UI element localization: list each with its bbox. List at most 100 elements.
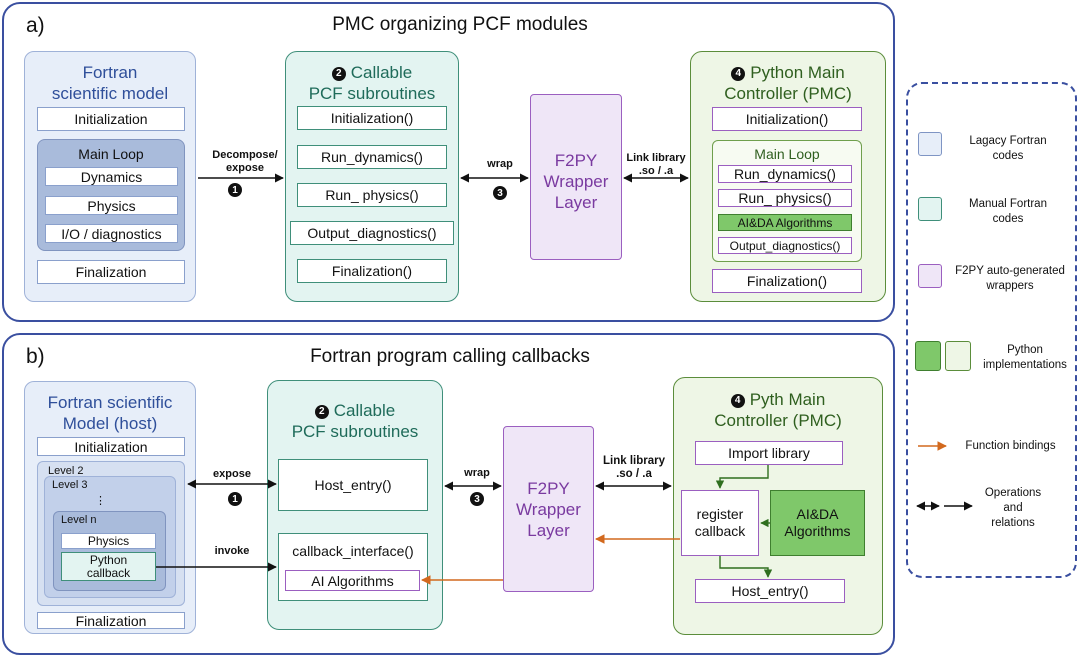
pmc-host-entry-b: Host_entry() xyxy=(695,579,845,603)
level-n-label: Level n xyxy=(61,514,97,526)
panel-b-title: Fortran program calling callbacks xyxy=(310,346,590,367)
legend-line: implementations xyxy=(983,359,1067,371)
f2py-wrapper-a xyxy=(530,94,622,260)
header-line: PCF subroutines xyxy=(291,422,419,441)
step-4-b: 4 xyxy=(730,393,745,408)
pmc-main-loop-a-label: Main Loop xyxy=(754,146,820,162)
pcf-run-dynamics-a: Run_dynamics() xyxy=(297,145,447,169)
level-ellipsis: ⋮ xyxy=(95,495,106,507)
pcf-final-a: Finalization() xyxy=(297,259,447,283)
header-line: PCF subroutines xyxy=(308,84,436,103)
callback-interface-label: callback_interface() xyxy=(292,543,414,559)
pcf-init-a: Initialization() xyxy=(297,106,447,130)
header-line: Callable xyxy=(350,63,413,82)
pcf-a-header: 2 Callable PCF subroutines xyxy=(285,62,459,104)
legend-label-operations: Operations and relations xyxy=(978,486,1048,531)
step-1-a: 1 xyxy=(228,183,242,197)
pcf-b-header-line1: 2 Callable xyxy=(267,400,443,421)
pmc-b-header: 4 Pyth Main Controller (PMC) xyxy=(673,389,883,431)
fortran-init-b: Initialization xyxy=(37,437,185,456)
pmc-final-a: Finalization() xyxy=(712,269,862,293)
edge-label-line: .so / .a xyxy=(616,468,652,480)
legend-line: Operations xyxy=(984,487,1042,499)
wrapper-line: Wrapper xyxy=(516,500,581,519)
legend-line: and xyxy=(1003,502,1023,514)
wrapper-line: F2PY xyxy=(527,479,570,498)
callback-line: callback xyxy=(86,566,131,580)
pcf-run-physics-a: Run_ physics() xyxy=(297,183,447,207)
pcf-b-header: 2 Callable PCF subroutines xyxy=(267,400,443,442)
step-1-b: 1 xyxy=(228,492,242,506)
wrapper-line: F2PY xyxy=(554,151,598,170)
step-3-b: 3 xyxy=(470,492,484,506)
edge-label-line: expose xyxy=(226,162,264,174)
pcf-a-header-line1: 2 Callable xyxy=(285,62,459,83)
wrapper-line: Layer xyxy=(527,521,570,540)
pmc-run-dynamics-a: Run_dynamics() xyxy=(718,165,852,183)
pmc-aida-a: AI&DA Algorithms xyxy=(718,214,852,231)
pcf-host-entry-b: Host_entry() xyxy=(278,459,428,511)
header-line: Callable xyxy=(333,401,396,420)
pmc-b-header-line1: 4 Pyth Main xyxy=(673,389,883,410)
header-line: Fortran scientific xyxy=(47,393,173,412)
legend-line: wrappers xyxy=(986,280,1034,292)
legend-line: Python xyxy=(1007,344,1043,356)
header-line: Python Main xyxy=(750,63,845,82)
pmc-output-diag-a: Output_diagnostics() xyxy=(718,237,852,254)
panel-b-tag: b) xyxy=(26,345,45,368)
fortran-physics-b: Physics xyxy=(61,533,156,549)
flow-register-to-host xyxy=(719,556,773,578)
flow-import-to-register xyxy=(715,465,769,489)
fortran-init-a: Initialization xyxy=(37,107,185,131)
edge-label-line: Decompose/ xyxy=(212,149,278,161)
level-3-label: Level 3 xyxy=(52,479,88,491)
header-line: Pyth Main xyxy=(749,390,826,409)
legend-label-fortran: Lagacy Fortran codes xyxy=(948,134,1068,164)
legend xyxy=(906,82,1077,578)
header-line: Fortran xyxy=(82,63,138,82)
pmc-init-a: Initialization() xyxy=(712,107,862,131)
legend-line: Manual Fortran xyxy=(969,198,1047,210)
edge-expose-label: expose xyxy=(213,468,251,480)
legend-swatch-python-dark xyxy=(915,341,941,371)
loop-item-dynamics: Dynamics xyxy=(45,167,178,186)
legend-swatch-manual xyxy=(918,197,942,221)
legend-label-manual: Manual Fortran codes xyxy=(948,197,1068,227)
aida-line: Algorithms xyxy=(784,523,851,539)
python-callback-b: Python callback xyxy=(61,552,156,581)
step-2-a: 2 xyxy=(331,66,346,81)
wrapper-line: Wrapper xyxy=(543,172,609,191)
legend-line: codes xyxy=(992,150,1024,162)
panel-a-title: PMC organizing PCF modules xyxy=(332,14,588,35)
legend-line: codes xyxy=(992,213,1024,225)
header-line: Controller (PMC) xyxy=(714,411,842,430)
pcf-output-diag-a: Output_diagnostics() xyxy=(290,221,454,245)
step-3-a: 3 xyxy=(493,186,507,200)
pmc-run-physics-a: Run_ physics() xyxy=(718,189,852,207)
main-loop-a-label: Main Loop xyxy=(78,146,144,162)
edge-decompose-label: Decompose/ expose xyxy=(205,149,285,175)
panel-a-tag: a) xyxy=(26,14,45,37)
f2py-wrapper-b-label: F2PY Wrapper Layer xyxy=(503,478,594,541)
edge-link-label-b: Link library .so / .a xyxy=(598,455,670,481)
loop-item-physics: Physics xyxy=(45,196,178,215)
fortran-model-a-header: Fortran scientific model xyxy=(24,62,196,104)
step-2-b: 2 xyxy=(314,404,329,419)
legend-label-bindings: Function bindings xyxy=(965,440,1056,452)
header-line: Controller (PMC) xyxy=(724,84,852,103)
edge-label-line: Link library xyxy=(626,152,686,164)
header-line: scientific model xyxy=(51,84,169,103)
edge-label-line: Link library xyxy=(603,455,665,467)
level-2-label: Level 2 xyxy=(48,465,84,477)
legend-swatch-python-light xyxy=(945,341,971,371)
callback-line: Python xyxy=(89,553,128,567)
pcf-ai-algorithms-b: AI Algorithms xyxy=(285,570,420,591)
f2py-wrapper-a-label: F2PY Wrapper Layer xyxy=(530,150,622,213)
aida-line: AI&DA xyxy=(796,506,839,522)
fortran-model-b-header: Fortran scientific Model (host) xyxy=(24,392,196,434)
legend-label-python: Python implementations xyxy=(975,343,1075,373)
fortran-final-a: Finalization xyxy=(37,260,185,284)
